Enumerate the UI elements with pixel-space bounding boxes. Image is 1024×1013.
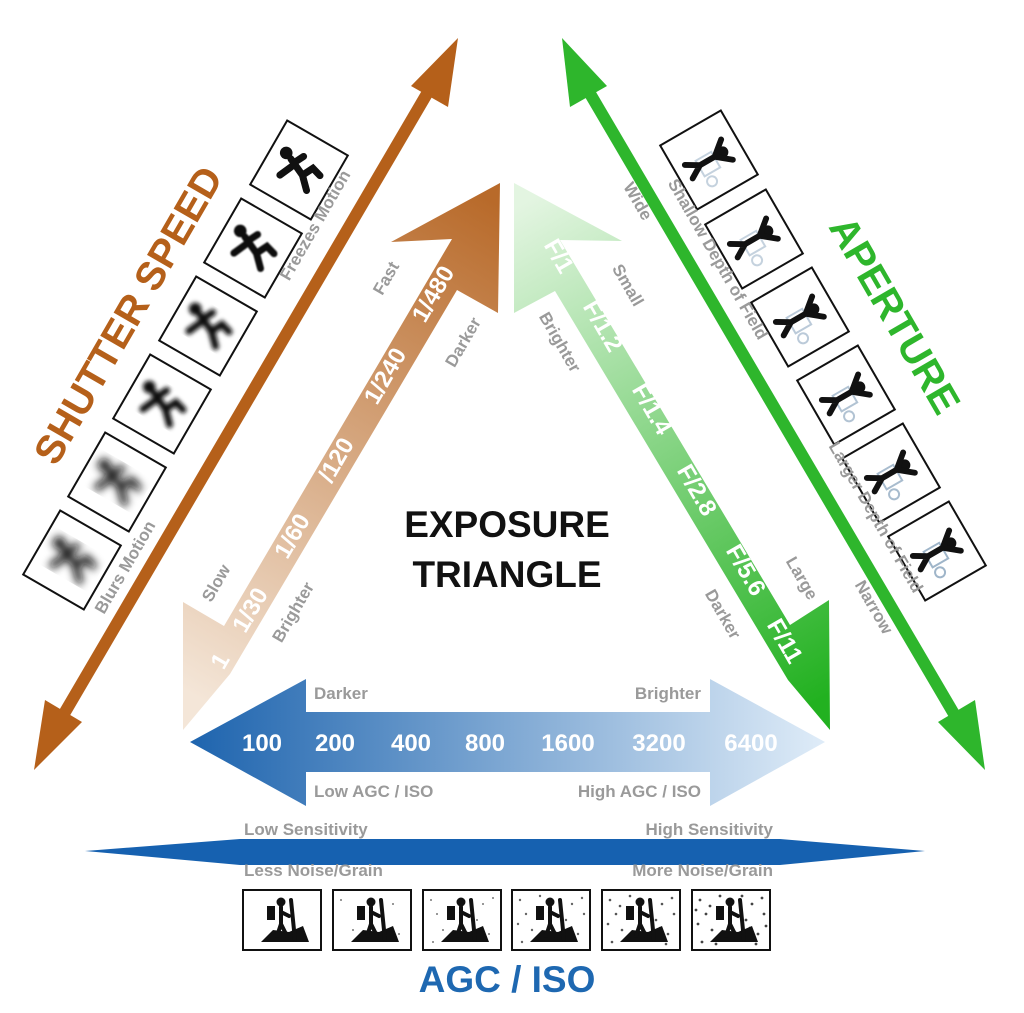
iso-value: 3200 — [632, 730, 685, 757]
iso-panel — [422, 889, 502, 951]
iso-panel — [691, 889, 771, 951]
iso-value: 1600 — [541, 730, 594, 757]
noise-grain — [430, 897, 494, 943]
iso-value: 200 — [315, 730, 355, 757]
diagram-title-line-1: EXPOSURE — [404, 504, 610, 545]
aperture-outer-arrow — [562, 38, 985, 770]
shutter-panel — [202, 197, 304, 299]
shutter-label-darker: Darker — [442, 314, 486, 370]
shutter-panel — [21, 509, 123, 611]
high-sensitivity-label: High Sensitivity — [645, 820, 773, 839]
iso-scale-arrow — [190, 679, 825, 806]
shutter-speed-outer-arrow — [34, 38, 458, 770]
iso-panel — [601, 889, 681, 951]
iso-label-brighter: Brighter — [635, 684, 702, 703]
aperture-panel — [840, 422, 942, 524]
aperture-sample-panels — [658, 109, 988, 602]
iso-panel — [332, 889, 412, 951]
shutter-label-fast: Fast — [369, 258, 403, 298]
iso-heading: AGC / ISO — [419, 959, 596, 1000]
low-sensitivity-label: Low Sensitivity — [244, 820, 368, 839]
iso-label-high-agc: High AGC / ISO — [578, 782, 701, 801]
more-noise-label: More Noise/Grain — [632, 861, 773, 880]
iso-label-darker: Darker — [314, 684, 368, 703]
shutter-speed-scale-arrow — [183, 183, 500, 730]
shutter-panel — [66, 431, 168, 533]
shutter-label-slow: Slow — [198, 561, 235, 606]
iso-label-low-agc: Low AGC / ISO — [314, 782, 433, 801]
aperture-label-small: Small — [608, 261, 647, 310]
sensitivity-arrow — [85, 839, 925, 865]
aperture-panel — [795, 344, 897, 446]
aperture-panel — [658, 109, 760, 211]
iso-value: 100 — [242, 730, 282, 757]
noise-grain — [694, 894, 768, 946]
shutter-panel — [248, 119, 350, 221]
shutter-panel — [157, 275, 259, 377]
less-noise-label: Less Noise/Grain — [244, 861, 383, 880]
iso-value: 400 — [391, 730, 431, 757]
shutter-speed-sample-panels — [21, 119, 350, 611]
aperture-panel — [749, 266, 851, 368]
noise-grain — [340, 899, 400, 935]
iso-value: 6400 — [724, 730, 777, 757]
aperture-panel — [703, 188, 805, 290]
aperture-scale-arrow — [514, 183, 830, 730]
aperture-label-large: Large — [782, 553, 822, 603]
iso-sample-panels — [242, 889, 771, 951]
diagram-title-line-2: TRIANGLE — [412, 554, 601, 595]
iso-panel — [242, 889, 322, 951]
iso-value: 800 — [465, 730, 505, 757]
shutter-panel — [111, 353, 213, 455]
aperture-panel — [886, 500, 988, 602]
iso-panel — [511, 889, 591, 951]
